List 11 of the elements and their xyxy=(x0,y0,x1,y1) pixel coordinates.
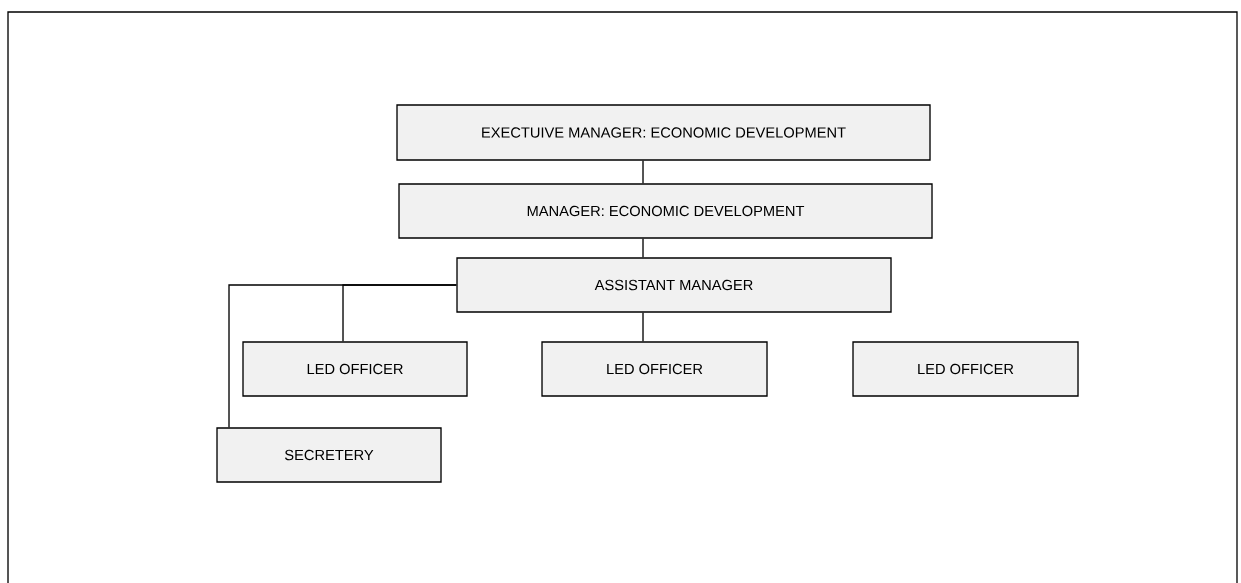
connector-line xyxy=(228,284,457,428)
position-box: ASSISTANT MANAGER xyxy=(456,257,892,313)
position-box: SECRETERY xyxy=(216,427,442,483)
connector-line xyxy=(642,238,644,258)
position-box: LED OFFICER xyxy=(242,341,468,397)
position-box: LED OFFICER xyxy=(852,341,1079,397)
connector-line xyxy=(642,160,644,184)
position-box: MANAGER: ECONOMIC DEVELOPMENT xyxy=(398,183,933,239)
connector-line xyxy=(642,312,644,342)
position-box: LED OFFICER xyxy=(541,341,768,397)
position-box: EXECTUIVE MANAGER: ECONOMIC DEVELOPMENT xyxy=(396,104,931,161)
